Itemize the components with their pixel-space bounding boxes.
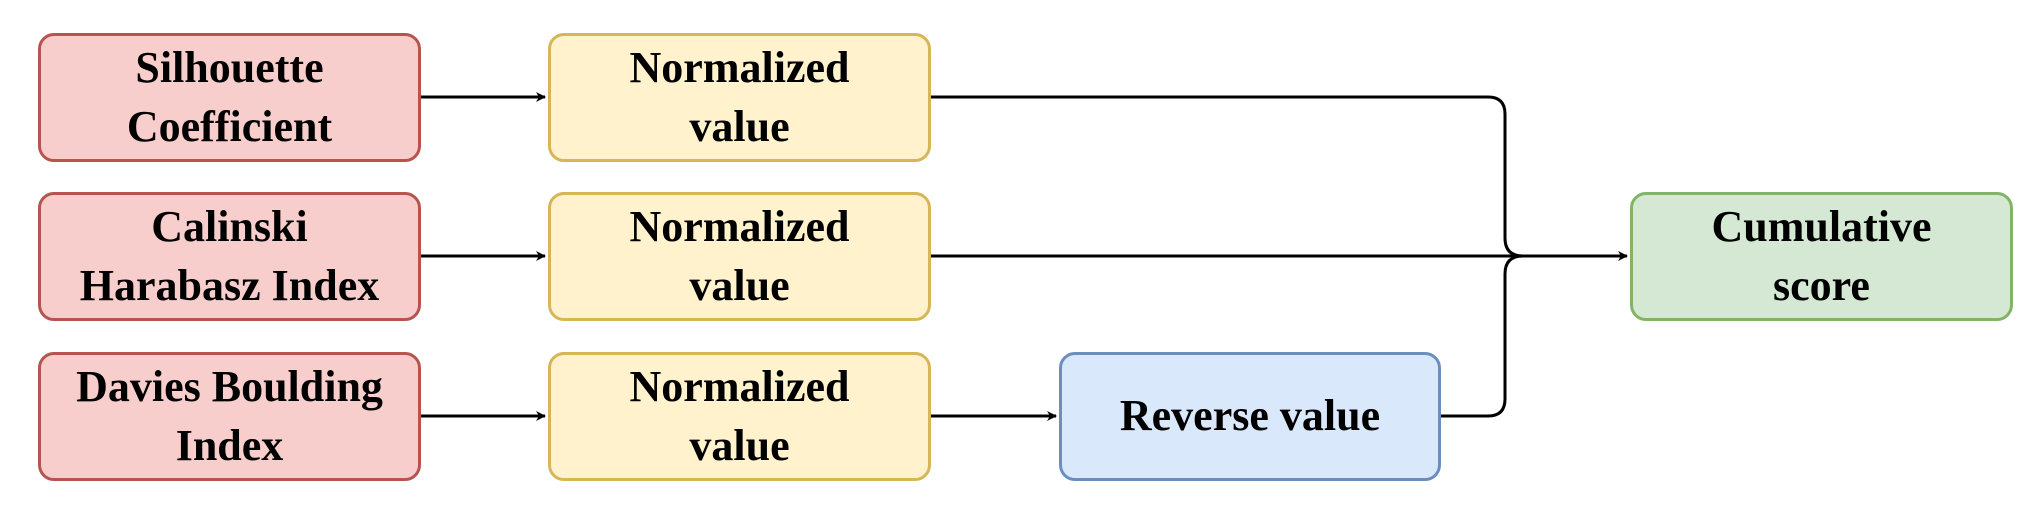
- cumulative-score-label: Cumulative score: [1711, 202, 1932, 310]
- normalized-value-box-silhouette: Normalized value: [548, 33, 931, 162]
- connector-normalized-top-to-score: [931, 95, 1524, 258]
- connector-reverse-to-score: [1441, 254, 1524, 418]
- reverse-value-box: Reverse value: [1059, 352, 1441, 481]
- cumulative-score-box: Cumulative score: [1630, 192, 2013, 321]
- normalized-value-box-davies: Normalized value: [548, 352, 931, 481]
- silhouette-coefficient-label: Silhouette Coefficient: [126, 43, 333, 151]
- normalized-value-label: Normalized value: [629, 43, 850, 151]
- reverse-value-label: Reverse value: [1119, 391, 1381, 441]
- silhouette-coefficient-box: Silhouette Coefficient: [38, 33, 421, 162]
- calinski-harabasz-index-box: Calinski Harabasz Index: [38, 192, 421, 321]
- normalized-value-box-calinski: Normalized value: [548, 192, 931, 321]
- davies-boulding-index-label: Davies Boulding Index: [76, 362, 383, 470]
- normalized-value-label: Normalized value: [629, 202, 850, 310]
- normalized-value-label: Normalized value: [629, 362, 850, 470]
- calinski-harabasz-index-label: Calinski Harabasz Index: [79, 202, 380, 310]
- davies-boulding-index-box: Davies Boulding Index: [38, 352, 421, 481]
